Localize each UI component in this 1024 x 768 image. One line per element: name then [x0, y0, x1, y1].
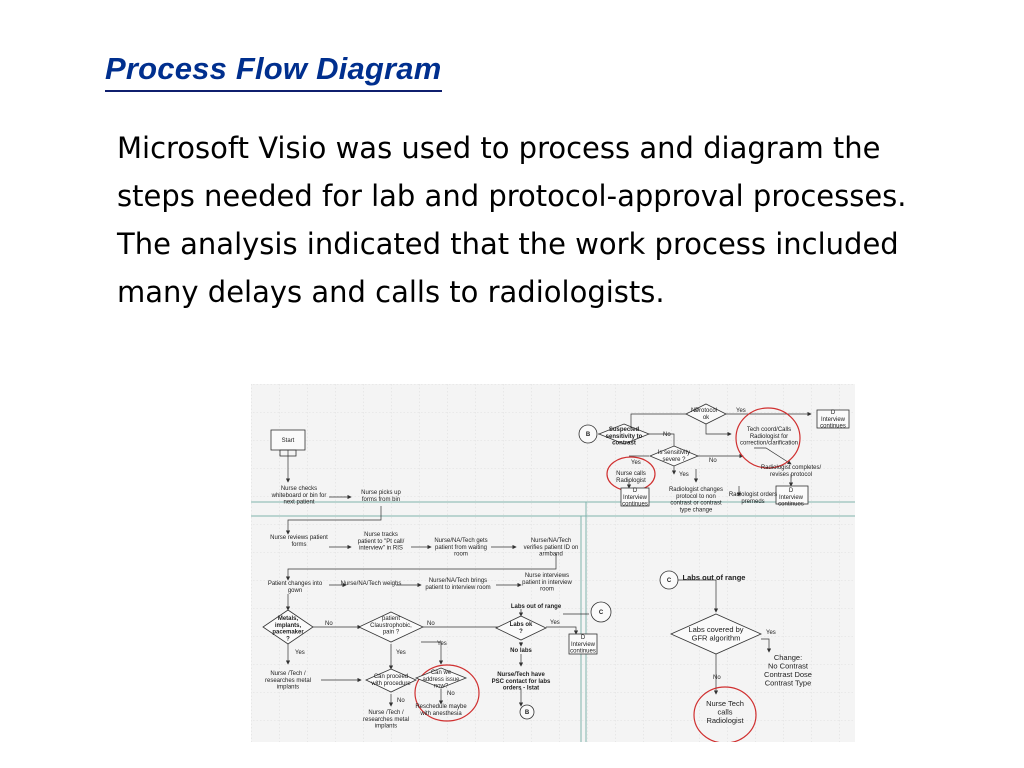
branch-label-yes: Yes [550, 620, 560, 626]
node-labs-range-small: Labs out of range [511, 604, 562, 610]
branch-label-yes: Yes [766, 630, 776, 636]
branch-label-yes: Yes [437, 641, 447, 647]
branch-label-no: No [325, 621, 333, 627]
branch-label-no: No [663, 432, 671, 438]
branch-label-no: No [713, 675, 721, 681]
branch-label-yes: Yes [631, 460, 641, 466]
branch-label-no: No [447, 691, 455, 697]
node-no-labs: No labs [510, 648, 532, 654]
node-rad-completes: Radiologist completes/revises protocol [761, 465, 822, 478]
branch-label-yes: Yes [295, 650, 305, 656]
branch-label-no: No [709, 458, 717, 464]
branch-label-no: No [397, 698, 405, 704]
metals-decision [262, 609, 314, 645]
node-labs-range-big: Labs out of range [683, 573, 746, 582]
connector-c1: C [667, 578, 672, 584]
connector-b1: B [586, 432, 591, 438]
branch-label-yes: Yes [679, 472, 689, 478]
branch-label-no: No [427, 621, 435, 627]
node-start: Start [282, 438, 295, 444]
connector-c2: C [599, 610, 604, 616]
claustrophobic-decision [358, 611, 424, 643]
branch-label-no: No [691, 408, 699, 414]
slide-title: Process Flow Diagram [105, 50, 442, 92]
branch-label-yes: Yes [736, 408, 746, 414]
node-labs-ok: Labs ok? [510, 622, 533, 635]
connector-b2: B [525, 710, 530, 716]
slide-body-text: Microsoft Visio was used to process and … [117, 131, 907, 309]
branch-label-yes: Yes [396, 650, 406, 656]
node-weighs: Nurse/NA/Tech weighs [341, 581, 402, 587]
node-metals: Metals,implants,pacemaker? [272, 616, 304, 642]
